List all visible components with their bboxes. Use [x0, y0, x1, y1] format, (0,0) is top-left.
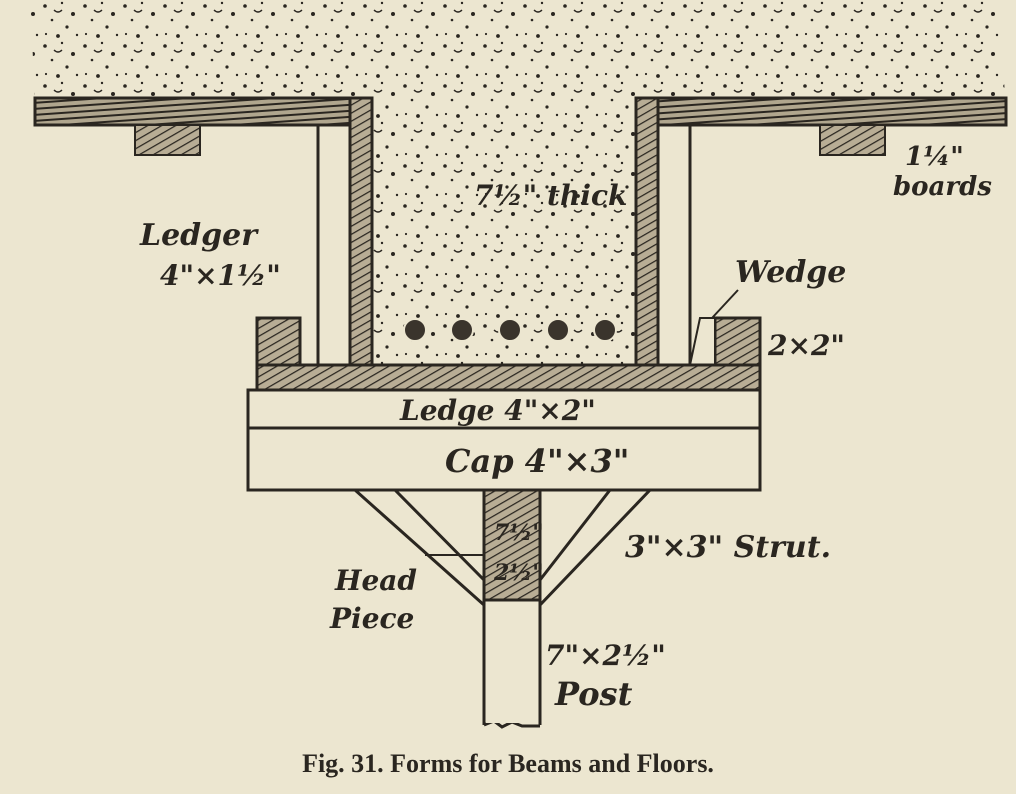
head-dim-2: 2½" [493, 560, 544, 586]
figure-caption: Fig. 31. Forms for Beams and Floors. [302, 749, 714, 778]
boards-size-label: 1¼" [905, 142, 964, 172]
cap-label: Cap 4"×3" [445, 442, 629, 480]
joist-right [819, 124, 886, 156]
wedge [688, 317, 716, 366]
ledger-left [316, 123, 352, 367]
strut-label: 3"×3" Strut. [625, 530, 831, 565]
beam-bottom [255, 363, 762, 392]
joist-left [134, 124, 201, 156]
post-size-label: 7"×2½" [545, 639, 666, 672]
block-left [255, 316, 302, 367]
beam-side-right [634, 96, 660, 367]
head-piece [482, 488, 542, 602]
ledger-size-label: 4"×1½" [160, 259, 281, 292]
slab-thickness-label: 7½" thick [474, 179, 627, 212]
ledger-right [656, 123, 692, 367]
block-right [713, 316, 762, 367]
ledge-label: Ledge 4"×2" [399, 394, 596, 427]
head-label: Head [334, 564, 417, 597]
head-dim-1: 7½" [494, 520, 544, 546]
post-label: Post [554, 675, 633, 713]
block-size-label: 2×2" [767, 329, 845, 362]
concrete-slab [30, 0, 1005, 365]
floor-boards-left [33, 96, 374, 127]
piece-label: Piece [329, 602, 414, 635]
wedge-label: Wedge [735, 255, 846, 290]
reinforcing-bars [403, 318, 617, 342]
floor-boards-right [634, 96, 1008, 127]
ledger-label: Ledger [139, 218, 259, 253]
boards-label: boards [893, 172, 992, 202]
beam-side-left [348, 96, 374, 367]
